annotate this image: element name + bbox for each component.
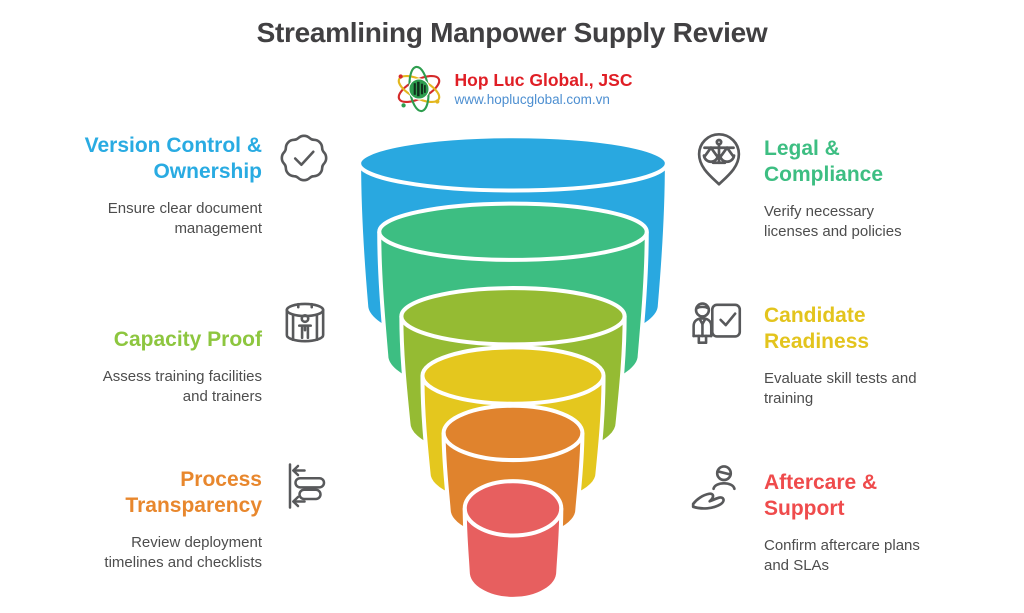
feature-description: Confirm aftercare plans and SLAs <box>764 537 920 574</box>
feature-description: Ensure clear document management <box>107 200 262 237</box>
capacity-cylinder-icon <box>277 297 333 358</box>
page-title: Streamlining Manpower Supply Review <box>256 17 768 48</box>
feature-description: Review deployment timelines and checklis… <box>104 534 262 571</box>
funnel-diagram <box>357 134 669 601</box>
scales-pin-icon <box>690 130 748 193</box>
feature-heading: Legal & Compliance <box>764 137 884 186</box>
feature-description: Evaluate skill tests and training <box>764 370 917 407</box>
funnel-rim <box>441 432 585 463</box>
company-logo: Hop Luc Global., JSC www.hoplucglobal.co… <box>0 62 1024 116</box>
badge-check-icon <box>276 130 332 191</box>
candidate-checkboard-icon <box>690 295 746 356</box>
feature-process-transparency: Process Transparency Review deployment t… <box>82 467 262 573</box>
feature-heading: Capacity Proof <box>113 328 262 351</box>
feature-legal-compliance: Legal & Compliance Verify necessary lice… <box>764 136 924 242</box>
hand-person-icon <box>688 460 746 523</box>
company-name: Hop Luc Global., JSC <box>454 69 633 90</box>
funnel-rim <box>462 508 564 538</box>
timeline-arrows-icon <box>281 459 335 518</box>
funnel-rim <box>399 315 627 347</box>
funnel-rim <box>377 231 649 262</box>
funnel-stage-6 <box>462 479 564 601</box>
feature-version-control: Version Control & Ownership Ensure clear… <box>32 133 262 239</box>
feature-heading: Process Transparency <box>125 468 262 517</box>
feature-description: Verify necessary licenses and policies <box>764 203 902 240</box>
atom-logo-icon <box>397 65 440 113</box>
feature-capacity-proof: Capacity Proof Assess training facilitie… <box>87 327 262 407</box>
company-website: www.hoplucglobal.com.vn <box>454 91 610 107</box>
feature-heading: Version Control & Ownership <box>84 134 262 183</box>
feature-description: Assess training facilities and trainers <box>102 368 262 405</box>
funnel-rim <box>357 163 669 193</box>
funnel-layer-red <box>462 479 564 601</box>
feature-aftercare-support: Aftercare & Support Confirm aftercare pl… <box>764 470 946 576</box>
feature-heading: Aftercare & Support <box>764 471 878 520</box>
feature-heading: Candidate Readiness <box>764 304 870 353</box>
feature-candidate-readiness: Candidate Readiness Evaluate skill tests… <box>764 303 949 409</box>
